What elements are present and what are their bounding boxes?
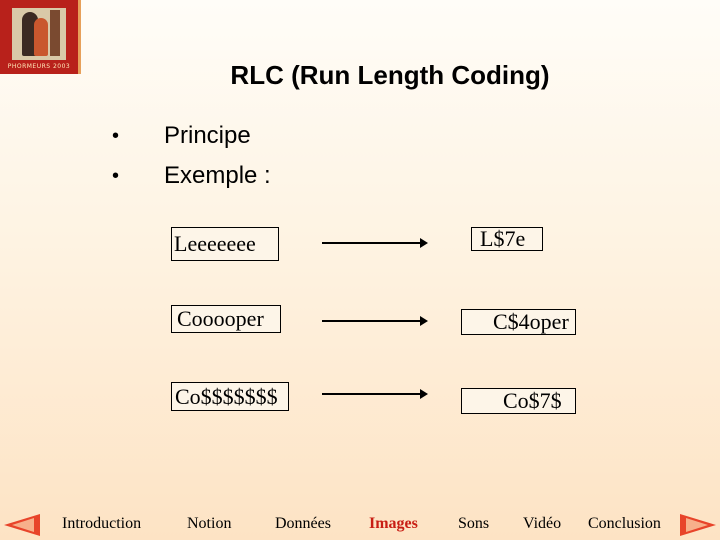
slide-title: RLC (Run Length Coding): [230, 60, 550, 90]
example-output-box: C$4oper: [461, 309, 576, 335]
next-arrow-icon[interactable]: [680, 514, 716, 536]
navigation-bar: Introduction Notion Données Images Sons …: [0, 508, 720, 540]
nav-link-sons[interactable]: Sons: [458, 515, 490, 532]
bullet-list: • Principe • Exemple :: [112, 116, 271, 196]
example-input-box: Leeeeeee: [171, 227, 279, 261]
nav-link-video[interactable]: Vidéo: [523, 515, 562, 532]
bullet-item: • Exemple :: [112, 156, 271, 196]
previous-arrow-icon[interactable]: [4, 514, 40, 536]
arrow-icon: [322, 389, 428, 399]
arrow-icon: [322, 238, 428, 248]
logo-caption: PHORMEURS 2003: [7, 63, 71, 70]
arrow-icon: [322, 316, 428, 326]
bullet-item: • Principe: [112, 116, 271, 156]
nav-link-notion[interactable]: Notion: [187, 515, 232, 532]
logo-image: [12, 8, 66, 60]
nav-link-images[interactable]: Images: [369, 515, 418, 532]
bullet-icon: •: [112, 124, 120, 147]
example-output-box: Co$7$: [461, 388, 576, 414]
bullet-text: Principe: [164, 122, 251, 149]
example-output-box: L$7e: [471, 227, 543, 251]
example-input-box: Cooooper: [171, 305, 281, 333]
nav-link-introduction[interactable]: Introduction: [62, 515, 142, 532]
example-input-box: Co$$$$$$$: [171, 382, 289, 411]
bullet-text: Exemple :: [164, 162, 271, 189]
logo: PHORMEURS 2003: [0, 0, 81, 74]
nav-link-conclusion[interactable]: Conclusion: [588, 515, 661, 532]
bullet-icon: •: [112, 164, 120, 187]
nav-link-donnees[interactable]: Données: [275, 515, 331, 532]
